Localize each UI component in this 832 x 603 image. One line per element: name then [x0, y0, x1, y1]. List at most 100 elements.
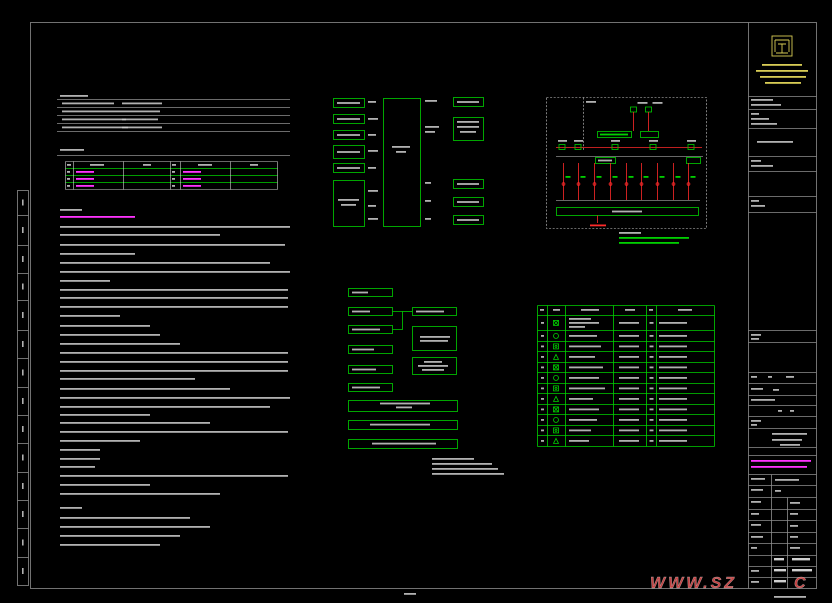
output-port-label [425, 131, 435, 133]
legend-header-text [553, 309, 560, 311]
title-block-text [790, 547, 800, 549]
subsystem-box [348, 365, 393, 374]
legend-header-text [625, 309, 635, 311]
title-block-text [751, 478, 765, 480]
bus-node-label [611, 140, 620, 142]
legend-symbol-icon [553, 319, 559, 326]
notes-paragraph-line [60, 484, 150, 486]
signal-port-label [368, 218, 378, 220]
legend-unit-text [649, 398, 654, 400]
feeder-breaker-symbol [671, 182, 676, 186]
table-header-text [90, 164, 104, 166]
output-device-label [457, 126, 479, 128]
output-port-label [425, 126, 439, 128]
feeder-label [565, 176, 571, 178]
bus-node-box [558, 144, 566, 150]
notes-item-standard [122, 118, 158, 121]
output-device-label [457, 201, 479, 203]
legend-symbol-icon [552, 395, 560, 402]
legend-unit-text [649, 408, 654, 411]
title-block-text [751, 160, 761, 162]
legend-name-text [569, 429, 591, 432]
legend-name-text [569, 335, 597, 337]
title-block-text [751, 118, 769, 120]
legend-remark-text [659, 429, 687, 432]
legend-row-number [541, 419, 544, 421]
signal-port-label [368, 150, 378, 152]
cable-route-label [372, 442, 436, 445]
notes-paragraph-line [60, 271, 290, 273]
notes-paragraph-line [60, 334, 160, 336]
diagram-caption [619, 232, 641, 234]
subsystem-label [352, 348, 374, 351]
legend-remark-text [659, 387, 687, 390]
bus-node-label [649, 140, 658, 142]
notes-paragraph-line [60, 297, 288, 299]
legend-model-text [619, 366, 639, 369]
legend-remark-text [659, 356, 687, 358]
title-block-text [751, 113, 759, 115]
host-device-label [341, 204, 356, 206]
diagram-caption-note [619, 237, 689, 239]
notes-paragraph-line [60, 226, 290, 228]
metering-box [640, 131, 659, 138]
signal-port-label [368, 134, 376, 136]
legend-unit-text [649, 322, 654, 324]
notes-paragraph-line [60, 544, 160, 546]
notes-paragraph-line [60, 262, 270, 264]
subsystem-box [348, 288, 393, 297]
title-block-text [751, 424, 757, 426]
legend-remark-text [659, 366, 687, 369]
notes-paragraph-line [60, 449, 100, 451]
output-port-label [425, 218, 431, 220]
binding-strip-cell-text [22, 199, 24, 206]
legend-unit-text [649, 387, 654, 390]
output-port-label [425, 100, 437, 102]
host-device-label [338, 199, 359, 201]
equipment-box [412, 357, 457, 375]
binding-strip-cell-text [22, 312, 24, 318]
section-heading [60, 209, 82, 211]
incoming-feeder-label [652, 102, 663, 104]
design-notes-section [57, 95, 290, 546]
drawing-number-text [774, 569, 786, 572]
legend-row-number [541, 387, 544, 390]
legend-symbol-icon [553, 427, 559, 434]
bus-node-label [687, 140, 696, 142]
company-logo [771, 35, 793, 57]
legend-symbol-icon [554, 386, 558, 390]
title-block-text [751, 123, 777, 125]
host-device-box [333, 180, 365, 227]
title-block-text [790, 536, 798, 538]
table-cell-highlight [76, 178, 94, 180]
distribution-panel-label [612, 210, 642, 213]
diagram-note-line [432, 473, 504, 475]
table-cell-highlight [76, 185, 94, 187]
legend-remark-text [659, 440, 687, 442]
drawing-frame [30, 22, 817, 598]
drawing-number-text [792, 569, 812, 572]
subsystem-label [352, 386, 380, 389]
title-block-text [775, 490, 781, 492]
title-block-text [778, 410, 782, 412]
output-port-label [425, 182, 431, 184]
project-name-text [751, 466, 807, 468]
feeder-label [659, 176, 665, 178]
legend-name-text [569, 322, 599, 324]
notes-paragraph-line [60, 431, 288, 433]
notes-paragraph-line [60, 244, 285, 246]
cable-route-box [348, 439, 458, 449]
notes-small-table [65, 161, 278, 190]
table-header-text [250, 164, 258, 166]
input-signal-box [333, 114, 365, 124]
table-cell-number [172, 171, 175, 173]
table-cell-highlight [183, 185, 201, 187]
legend-name-text [569, 419, 597, 421]
incoming-feeder-label [637, 102, 648, 104]
notes-paragraph-line [60, 422, 210, 424]
table-header-text [172, 164, 176, 166]
input-signal-label [337, 151, 360, 153]
title-block-text [786, 376, 794, 378]
input-signal-label [337, 134, 360, 136]
table-cell-highlight [76, 171, 94, 173]
